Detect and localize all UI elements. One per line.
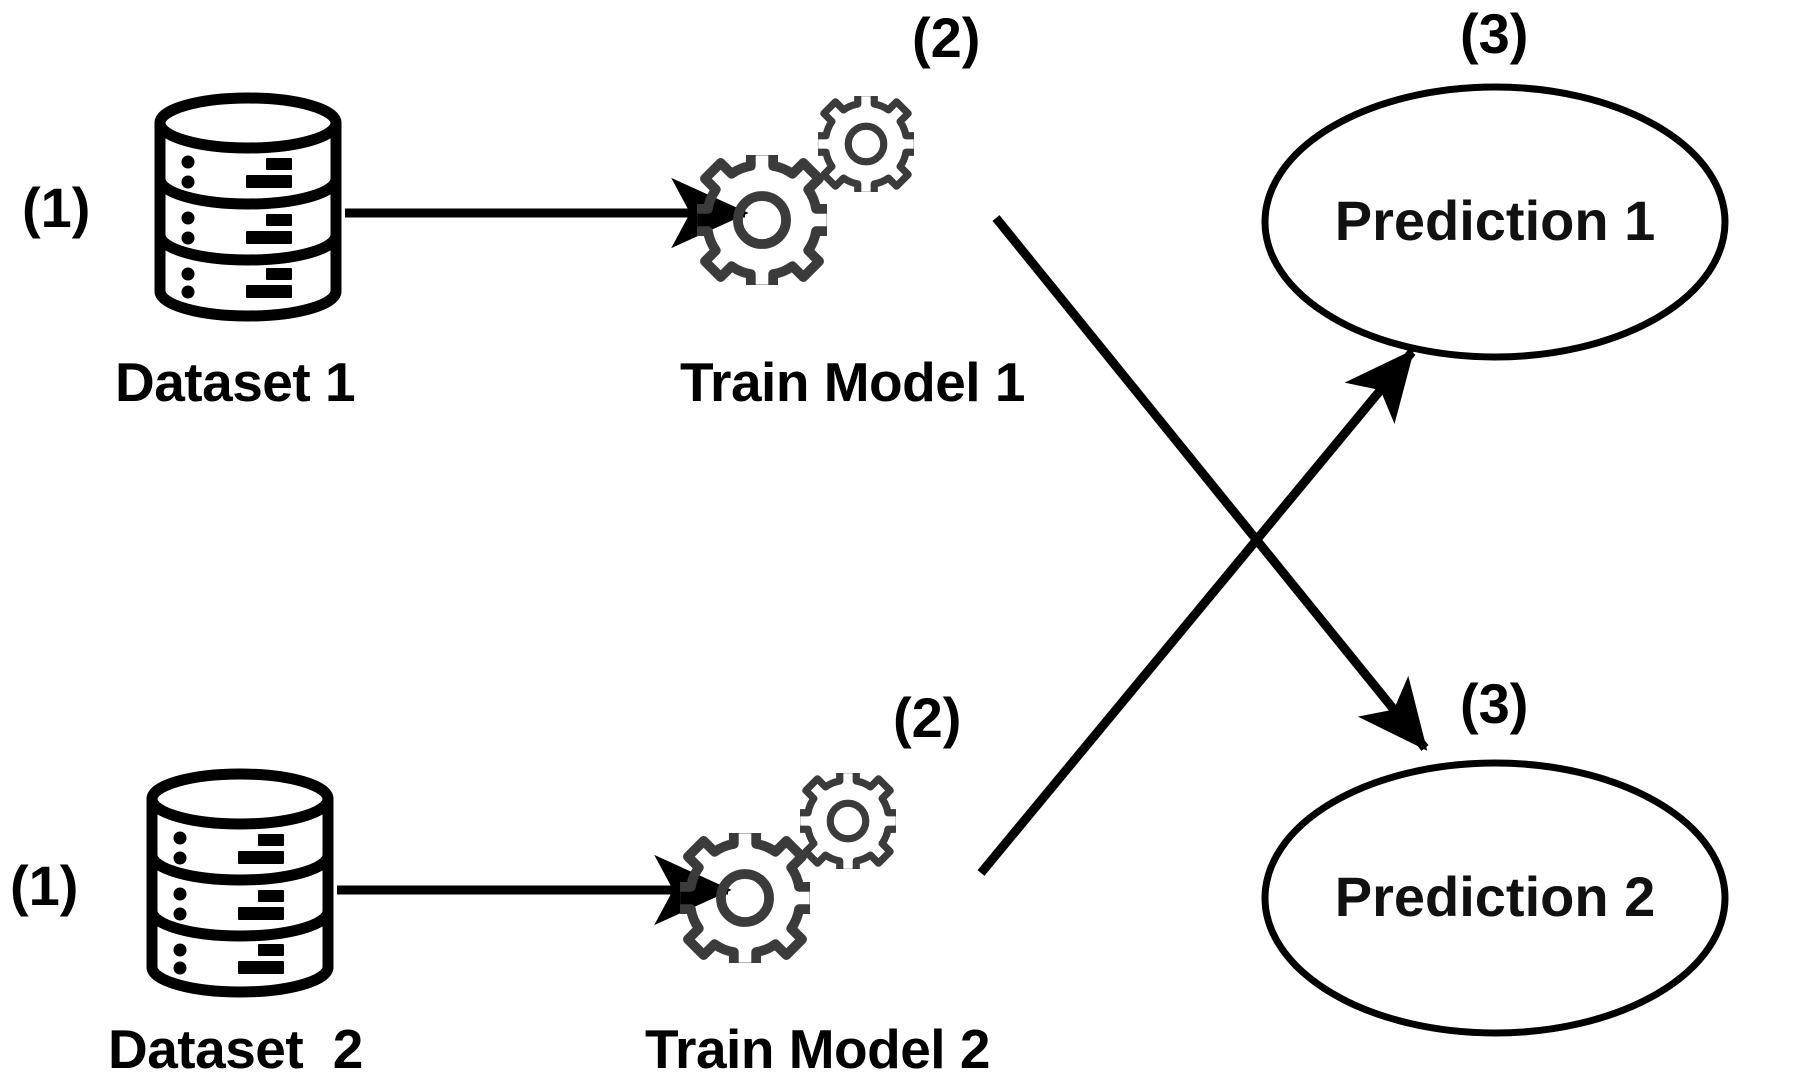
- prediction-1-label: Prediction 1: [1334, 189, 1656, 252]
- prediction-1-ellipse: [1261, 83, 1729, 361]
- train-model-2-gears-icon: [675, 770, 899, 968]
- step-tag-train-model-1: (2): [912, 6, 981, 69]
- dataset-2-caption: Dataset 2: [108, 1018, 363, 1080]
- arrow-model1-to-prediction2: [992, 215, 1429, 751]
- dataset-2-icon: [152, 774, 328, 992]
- train-model-2-caption: Train Model 2: [645, 1018, 990, 1080]
- step-tag-prediction-2: (3): [1460, 672, 1529, 735]
- train-model-1-gears-icon: [692, 93, 917, 290]
- arrow-model2-to-prediction1: [977, 349, 1416, 876]
- step-tag-train-model-2: (2): [893, 686, 962, 749]
- step-tag-dataset-1: (1): [22, 176, 91, 239]
- step-tag-prediction-1: (3): [1460, 2, 1529, 65]
- prediction-2-label: Prediction 2: [1334, 865, 1656, 928]
- prediction-2-ellipse: [1261, 759, 1729, 1037]
- dataset-1-icon: [160, 98, 336, 316]
- dataset-1-caption: Dataset 1: [115, 351, 356, 413]
- step-tag-dataset-2: (1): [10, 854, 79, 917]
- train-model-1-caption: Train Model 1: [680, 351, 1025, 413]
